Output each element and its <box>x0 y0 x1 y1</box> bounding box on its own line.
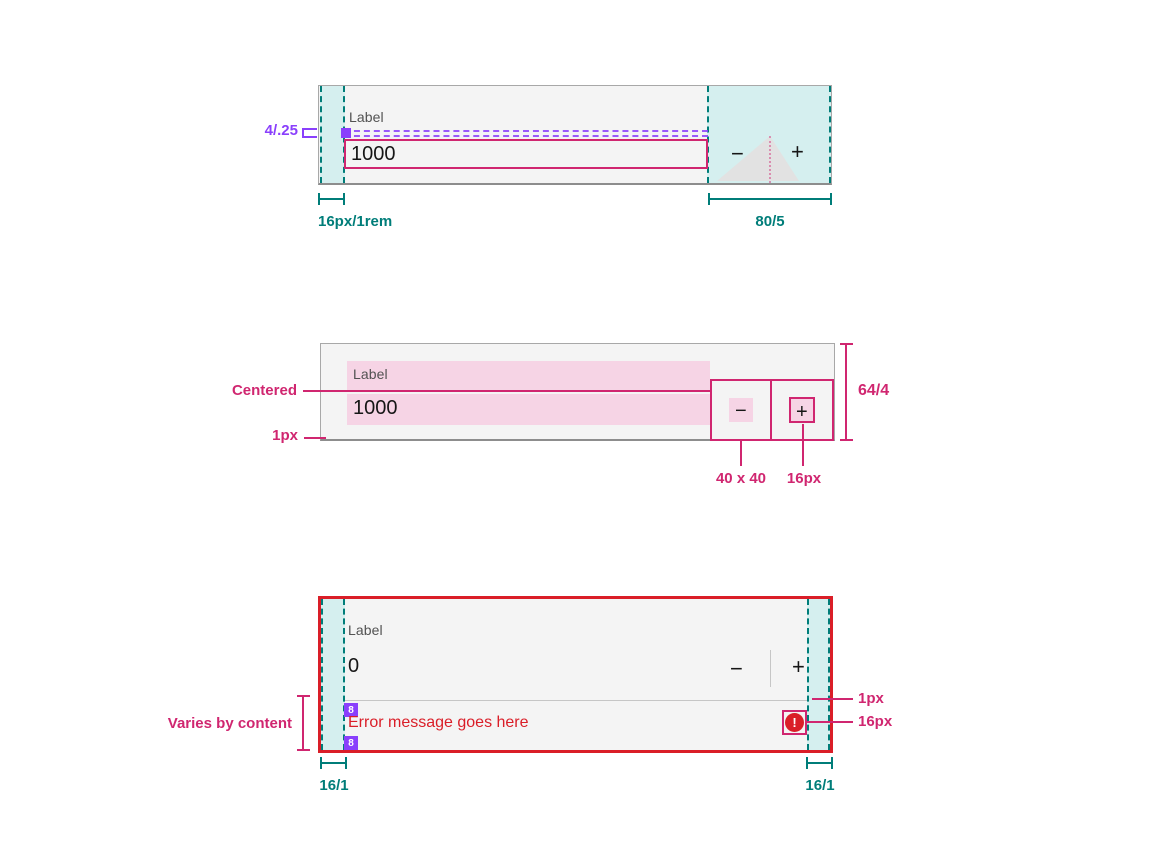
error-area-divider <box>345 700 807 701</box>
height-annotation: 64/4 <box>858 382 890 399</box>
left-padding-annotation: 16px/1rem <box>318 213 393 230</box>
input-value[interactable]: 0 <box>348 655 360 677</box>
varies-bracket <box>297 695 310 751</box>
decrement-button-outline[interactable]: − <box>710 379 772 441</box>
divider-annotation-line <box>812 698 853 700</box>
error-icon-outline: ! <box>782 710 807 735</box>
value-area-highlight <box>347 394 710 425</box>
controls-width-annotation: 80/5 <box>755 213 785 230</box>
left-padding-overlay <box>321 599 345 750</box>
increment-icon-outline <box>789 397 815 423</box>
gap-marker-square <box>341 128 351 138</box>
height-bracket <box>840 343 853 441</box>
controls-width-overlay: − + <box>707 86 831 183</box>
error-icon: ! <box>785 713 804 732</box>
value-field-outline[interactable]: 1000 <box>344 139 708 169</box>
controls-divider <box>770 650 771 687</box>
label-area-highlight <box>347 361 710 390</box>
gap-guide-line-bottom <box>344 135 708 137</box>
gap-guide-line-top <box>344 130 708 132</box>
varies-annotation: Varies by content <box>167 715 292 732</box>
left-padding-bracket <box>320 757 347 769</box>
gap-annotation: 4/.25 <box>264 122 298 139</box>
input-label: Label <box>348 622 383 638</box>
gap-bracket <box>302 128 317 138</box>
input-value[interactable]: 1000 <box>351 143 396 165</box>
increment-button[interactable]: + <box>796 401 808 423</box>
number-input-error-spec: Label 0 − + 8 Error message goes here 8 … <box>318 596 833 753</box>
center-guide-line <box>769 136 771 183</box>
increment-button[interactable]: + <box>791 139 804 164</box>
right-padding-overlay <box>807 599 830 750</box>
input-value[interactable]: 1000 <box>353 397 398 419</box>
left-padding-annotation: 16/1 <box>319 777 349 794</box>
decrement-button[interactable]: − <box>730 656 743 681</box>
button-size-annotation: 40 x 40 <box>715 470 767 487</box>
controls-width-bracket <box>708 193 832 205</box>
triangle-graphic <box>717 136 799 181</box>
icon-size-annotation-line <box>807 721 853 723</box>
centered-annotation: Centered <box>231 382 297 399</box>
left-padding-bracket <box>318 193 345 205</box>
left-padding-overlay <box>320 86 345 183</box>
decrement-button[interactable]: − <box>731 141 744 166</box>
centered-guide-line <box>303 390 712 392</box>
border-annotation: 1px <box>272 427 298 444</box>
border-annotation-line <box>304 437 326 439</box>
divider-annotation: 1px <box>858 690 884 707</box>
right-padding-annotation: 16/1 <box>805 777 835 794</box>
decrement-icon-highlight <box>729 398 753 422</box>
decrement-button[interactable]: − <box>735 400 747 422</box>
icon-size-annotation: 16px <box>786 470 822 487</box>
right-padding-bracket <box>806 757 833 769</box>
increment-button[interactable]: + <box>792 654 805 679</box>
icon-size-leader-line <box>802 424 804 466</box>
input-label: Label <box>349 109 384 125</box>
spacing-badge-top: 8 <box>344 703 358 717</box>
button-size-leader-line <box>740 441 742 466</box>
input-label: Label <box>353 366 388 382</box>
spacing-badge-bottom: 8 <box>344 736 358 750</box>
icon-size-annotation: 16px <box>858 713 893 730</box>
error-message: Error message goes here <box>348 714 529 731</box>
